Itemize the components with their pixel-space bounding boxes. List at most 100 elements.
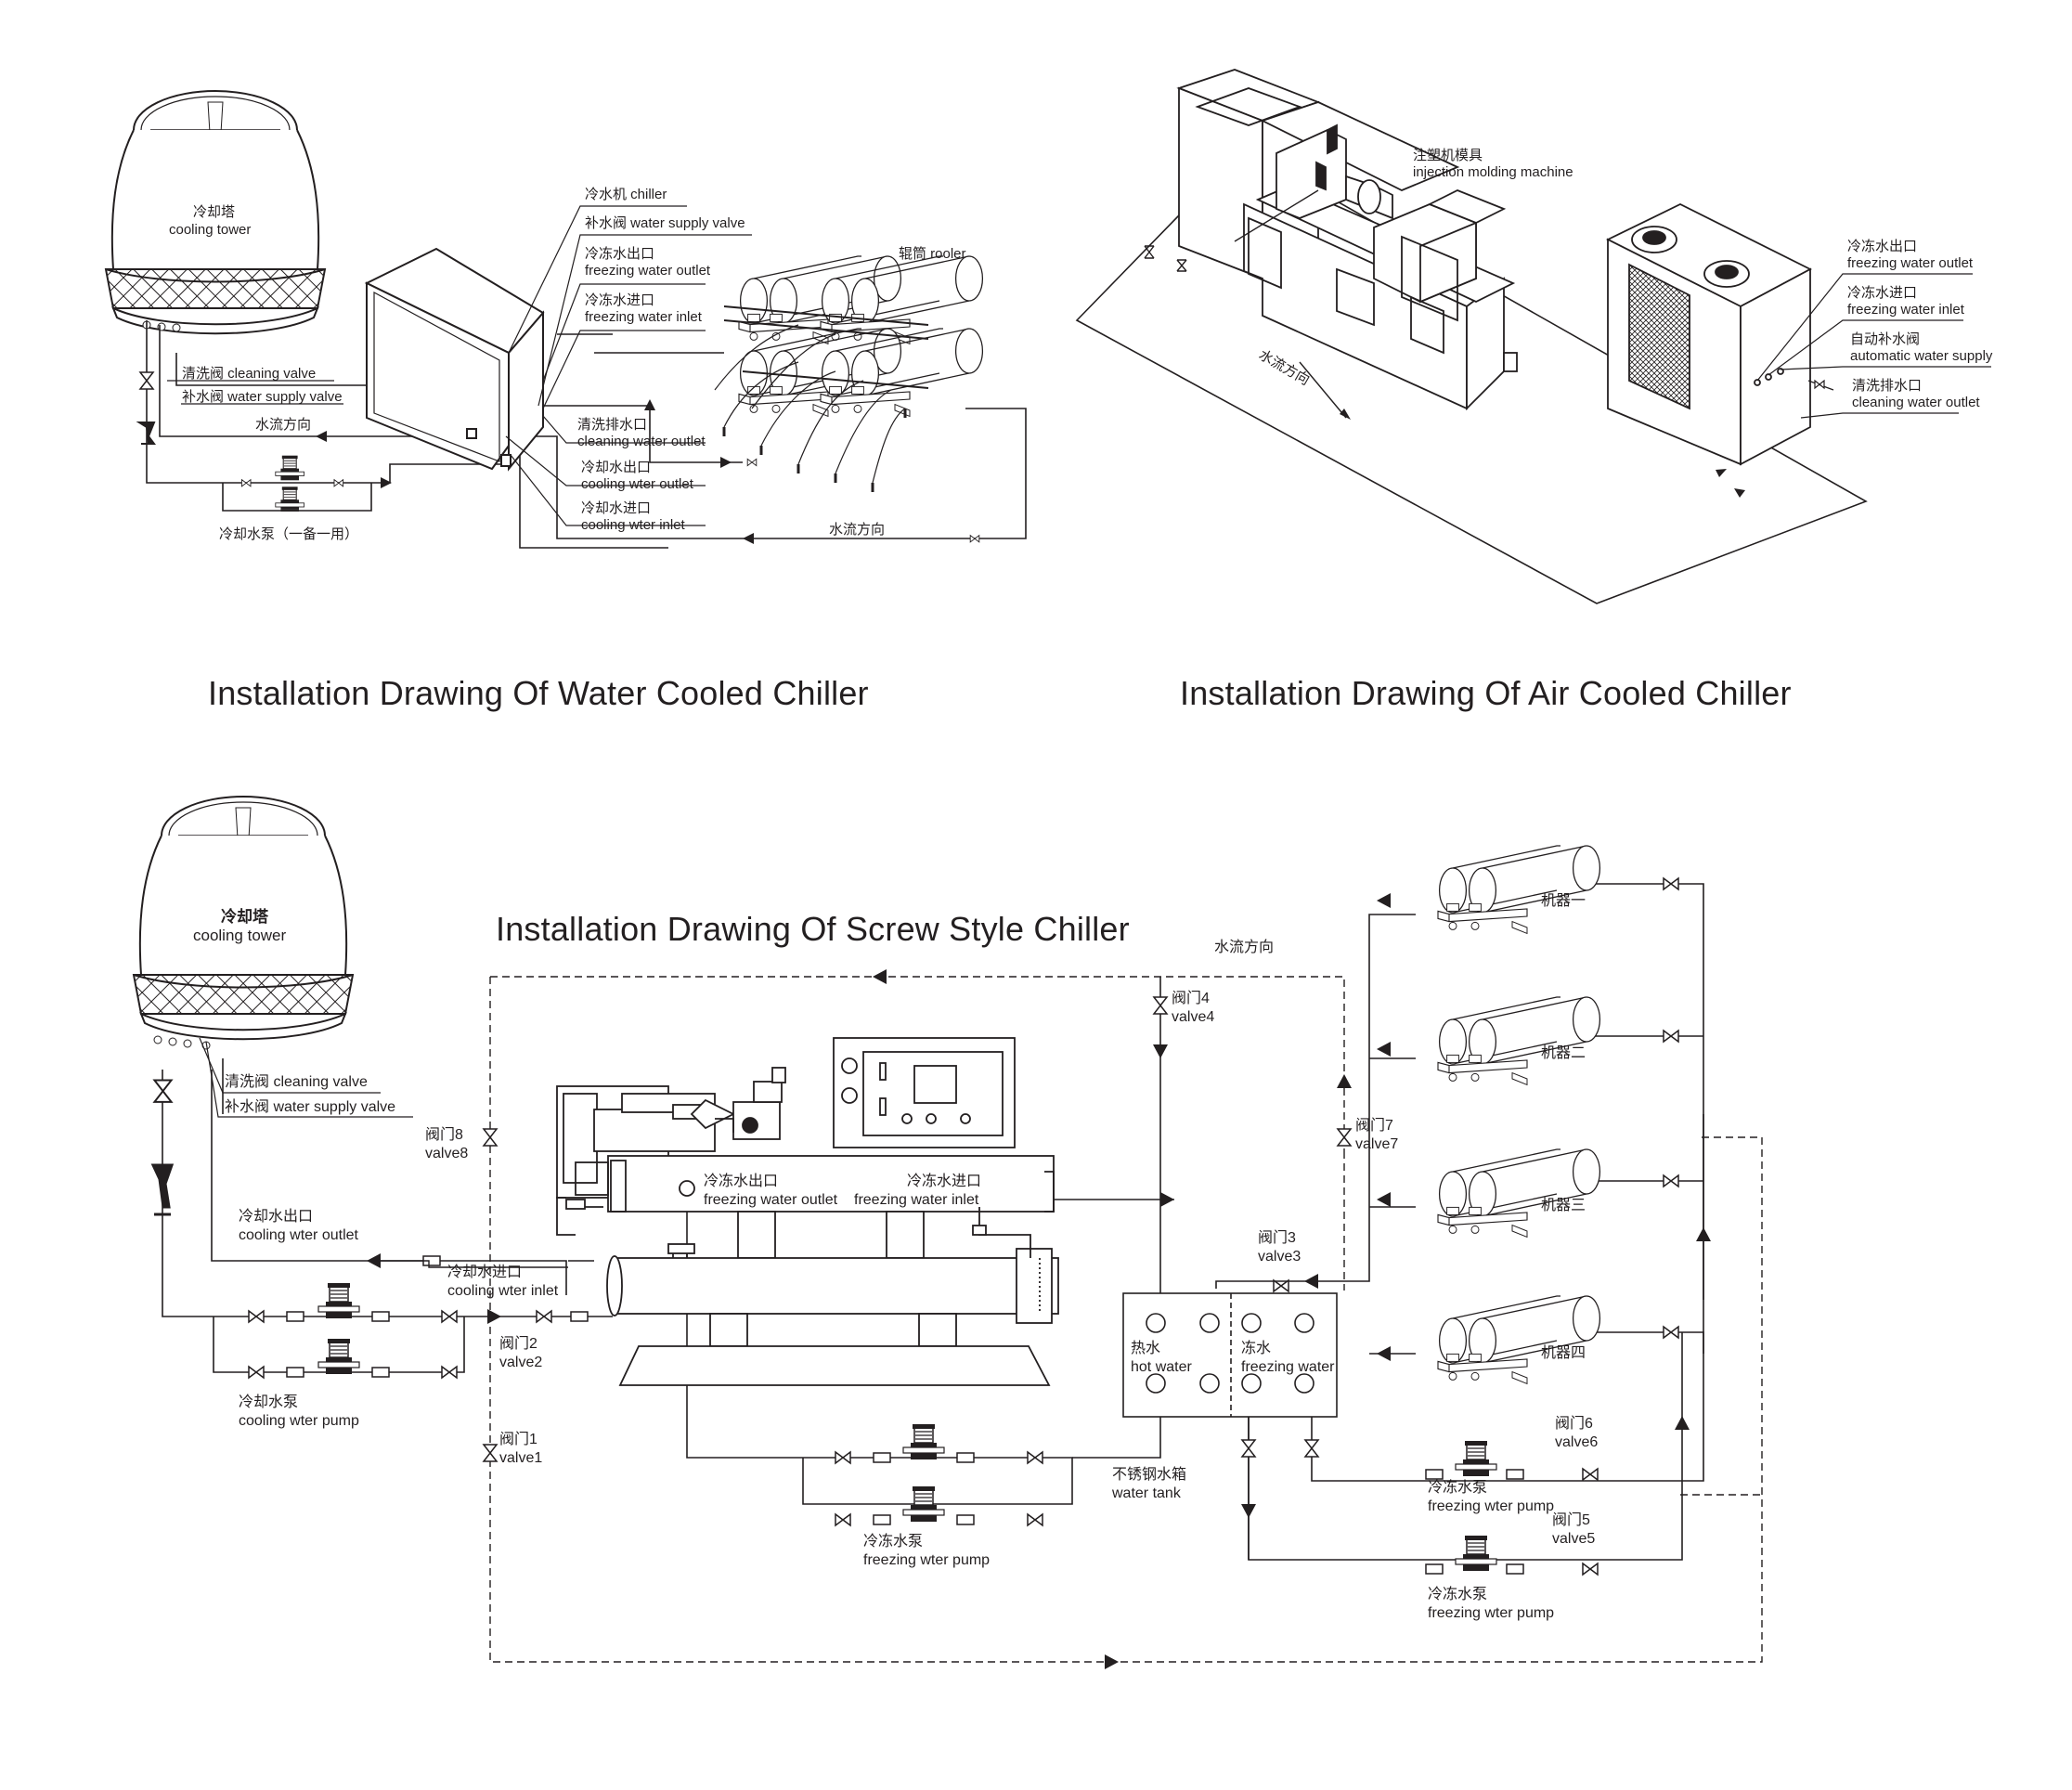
wc-flow-dir-label: 水流方向 <box>255 417 311 433</box>
wc-cleaning-valve-icon[interactable] <box>139 371 154 390</box>
wc-clean-outlet-en: cleaning water outlet <box>577 434 706 449</box>
sc-fw-pump-en: freezing wter pump <box>863 1552 990 1568</box>
sc-fitting-5-icon <box>570 1311 589 1322</box>
sc-fw-pump-1-icon[interactable] <box>902 1423 945 1460</box>
wc-arrow-3-icon <box>743 533 754 544</box>
wc-chiller-label: 冷水机 chiller <box>585 187 667 202</box>
ac-fw-inlet-cn: 冷冻水进口 <box>1847 284 1917 301</box>
sc-machine-3 <box>1437 1148 1601 1239</box>
wc-fw-inlet-en: freezing water inlet <box>585 309 703 325</box>
sc-cw-pump-en: cooling wter pump <box>239 1413 359 1429</box>
ac-arrow-3-icon <box>1734 488 1745 498</box>
sc-valve5-en: valve5 <box>1552 1531 1595 1547</box>
sc-hot-en: hot water <box>1131 1359 1192 1375</box>
sc-cw-valve-1-icon[interactable] <box>248 1310 265 1323</box>
wc-pump-label: 冷却水泵（一备一用） <box>219 526 358 542</box>
sc-fitting-8-icon <box>956 1452 975 1463</box>
ac-valve-2-icon[interactable] <box>1176 259 1187 272</box>
sc-fw-valve-1-icon[interactable] <box>835 1451 851 1464</box>
title-water-cooled: Installation Drawing Of Water Cooled Chi… <box>208 674 869 712</box>
wc-arrow-5-icon <box>644 399 655 410</box>
sc-leaders <box>199 1037 413 1118</box>
sc-valve8-icon[interactable] <box>483 1128 498 1147</box>
sc-machine-4 <box>1437 1295 1601 1385</box>
sc-machine-1-label: 机器一 <box>1541 892 1586 909</box>
sc-fw-pump-4-icon[interactable] <box>1455 1535 1497 1572</box>
ac-supply-valve-icon[interactable] <box>1814 379 1825 390</box>
sc-cw-valve-4-icon[interactable] <box>441 1366 458 1379</box>
sc-tank-valve-1-icon[interactable] <box>1241 1439 1256 1458</box>
sc-valve4-cn: 阀门4 <box>1172 990 1210 1006</box>
sc-fw-valve-2-icon[interactable] <box>1027 1451 1043 1464</box>
sc-cw-outlet-cn: 冷却水出口 <box>239 1208 313 1225</box>
sc-tank-valve-2-icon[interactable] <box>1304 1439 1319 1458</box>
sc-cw-valve-2-icon[interactable] <box>441 1310 458 1323</box>
sc-cw-valve-3-icon[interactable] <box>248 1366 265 1379</box>
sc-valve4-icon[interactable] <box>1153 996 1168 1015</box>
sc-filter-icon <box>150 1163 175 1216</box>
wc-pump-1-icon[interactable] <box>275 455 305 481</box>
sc-valve2-icon[interactable] <box>536 1310 552 1323</box>
ac-fw-inlet-en: freezing water inlet <box>1847 302 1965 318</box>
sc-valve6-en: valve6 <box>1555 1434 1598 1450</box>
sc-freeze-en: freezing water <box>1241 1359 1335 1375</box>
sc-fitting-12-icon <box>1506 1469 1524 1480</box>
sc-cw-pump-1-icon[interactable] <box>317 1282 360 1319</box>
sc-tank-cn: 不锈钢水箱 <box>1112 1466 1186 1483</box>
wc-fw-outlet-cn: 冷冻水出口 <box>585 245 654 262</box>
ac-arrow-1-icon <box>1340 409 1351 420</box>
sc-hot-cn: 热水 <box>1131 1340 1160 1356</box>
wc-supply-valve-label: 补水阀 water supply valve <box>585 215 745 231</box>
sc-valve1-icon[interactable] <box>483 1444 498 1462</box>
sc-valve5-icon[interactable] <box>1582 1563 1599 1576</box>
wc-filter-icon <box>136 422 156 445</box>
sc-valve6-icon[interactable] <box>1582 1468 1599 1481</box>
sc-m3-valve-icon[interactable] <box>1663 1174 1679 1187</box>
sc-fw-inlet-en: freezing water inlet <box>854 1192 979 1208</box>
ac-leaders <box>1756 273 1991 419</box>
air-cooled-diagram: 注塑机模具 injection molding machine 水流方向 <box>1075 69 1993 604</box>
sc-machine-2-label: 机器二 <box>1541 1044 1586 1061</box>
wc-valve-c-icon[interactable] <box>969 535 980 543</box>
sc-flow-dir-label: 水流方向 <box>1214 939 1274 955</box>
wc-cw-inlet-cn: 冷却水进口 <box>581 500 651 516</box>
title-screw: Installation Drawing Of Screw Style Chil… <box>496 910 1130 948</box>
wc-valve-b-icon[interactable] <box>333 479 344 487</box>
ac-clean-outlet-cn: 清洗排水口 <box>1852 378 1922 394</box>
sc-fw-pump-3-icon[interactable] <box>1455 1440 1497 1477</box>
sc-fw-valve-4-icon[interactable] <box>1027 1513 1043 1526</box>
sc-valve2-cn: 阀门2 <box>499 1335 537 1352</box>
wc-flow-dir-2-label: 水流方向 <box>829 522 885 538</box>
wc-pump-2-icon[interactable] <box>275 486 305 512</box>
sc-m4-valve-icon[interactable] <box>1663 1326 1679 1339</box>
sc-machine-1 <box>1437 845 1601 935</box>
sc-freeze-cn: 冻水 <box>1241 1340 1271 1356</box>
wc-valve-d-icon[interactable] <box>746 458 758 467</box>
sc-cw-pump-2-icon[interactable] <box>317 1338 360 1375</box>
sc-valve3-en: valve3 <box>1258 1249 1301 1265</box>
sc-fitting-3-icon <box>286 1367 304 1378</box>
ac-auto-supply-en: automatic water supply <box>1850 348 1993 364</box>
ac-machine-en: injection molding machine <box>1413 164 1573 180</box>
water-cooled-diagram: 冷却塔 cooling tower <box>105 90 1027 549</box>
sc-m2-valve-icon[interactable] <box>1663 1030 1679 1043</box>
sc-water-tank <box>1122 1292 1338 1418</box>
ac-injection-machine <box>1176 69 1518 411</box>
sc-valve7-icon[interactable] <box>1337 1128 1352 1147</box>
sc-fitting-14-icon <box>1506 1563 1524 1575</box>
wc-fw-inlet-cn: 冷冻水进口 <box>585 292 654 308</box>
sc-valve8-en: valve8 <box>425 1146 468 1161</box>
sc-cw-pump-cn: 冷却水泵 <box>239 1394 298 1410</box>
wc-valve-a-icon[interactable] <box>240 479 252 487</box>
sc-cleaning-valve-icon[interactable] <box>153 1079 173 1103</box>
wc-rollers <box>714 255 984 492</box>
sc-m1-valve-icon[interactable] <box>1663 877 1679 890</box>
sc-tower-cn: 冷却塔 <box>221 907 269 926</box>
sc-valve3-cn: 阀门3 <box>1258 1229 1296 1246</box>
sc-fw-valve-3-icon[interactable] <box>835 1513 851 1526</box>
sc-valve6-cn: 阀门6 <box>1555 1415 1593 1432</box>
screw-diagram: 冷却塔 cooling tower <box>133 796 1763 1669</box>
wc-chiller-box <box>364 247 545 472</box>
ac-machine-cn: 注塑机模具 <box>1413 148 1483 163</box>
ac-valve-1-icon[interactable] <box>1144 245 1155 259</box>
